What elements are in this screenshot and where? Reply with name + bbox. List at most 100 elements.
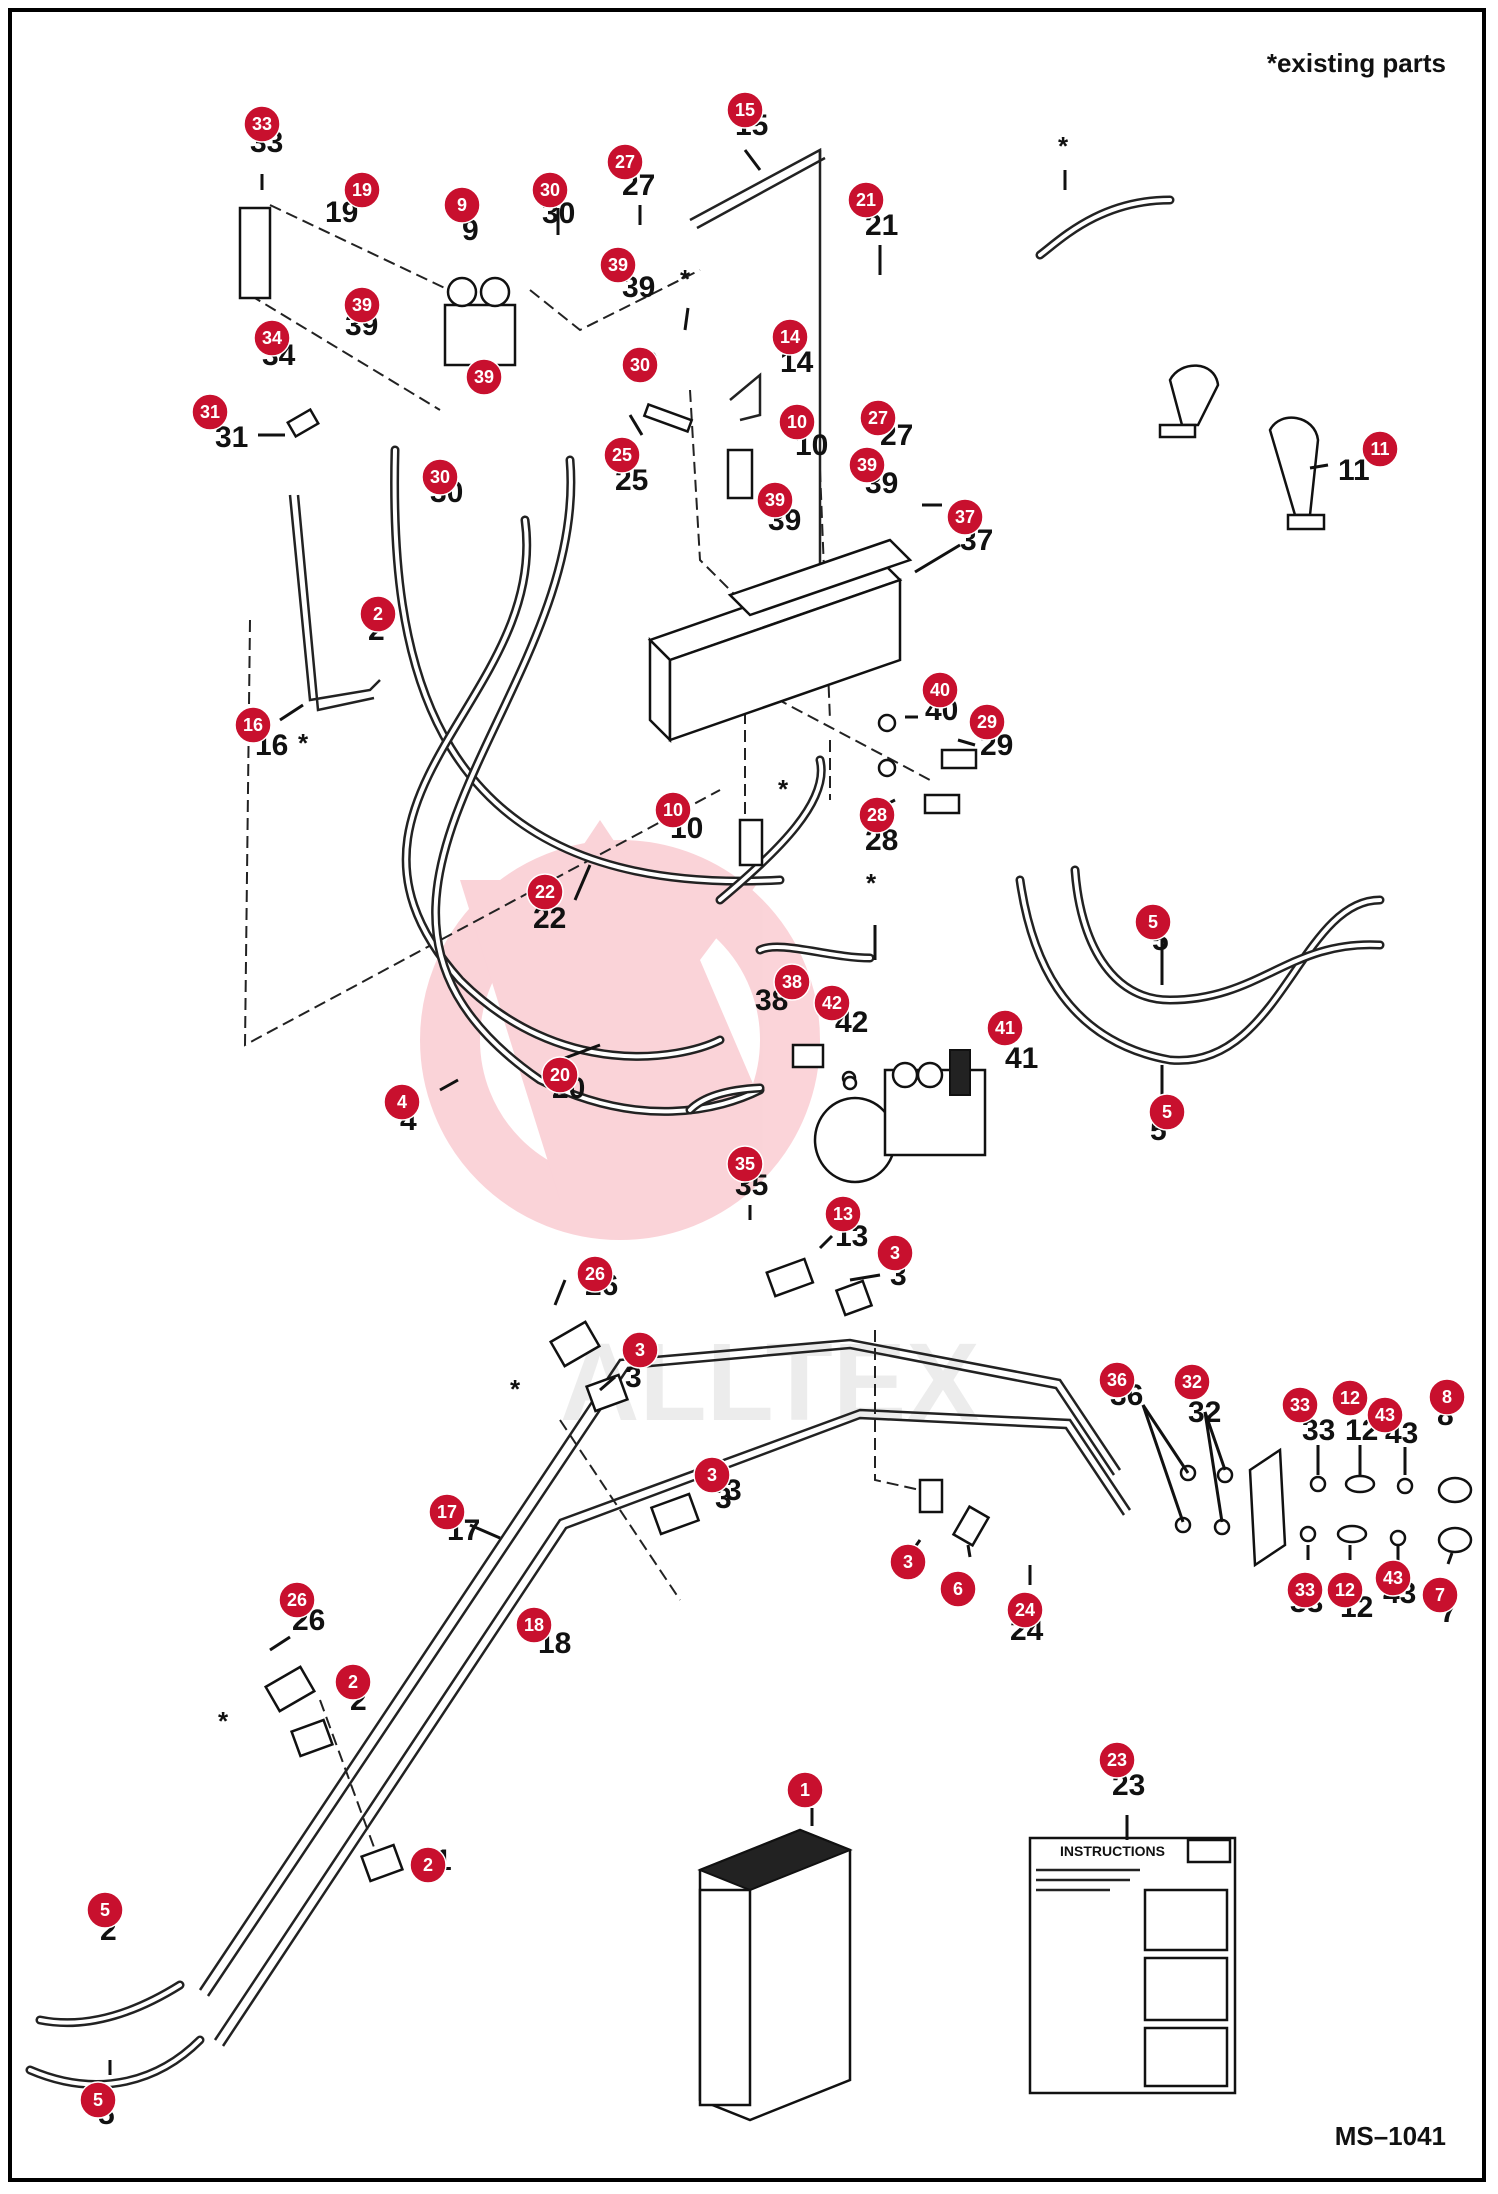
callout-badge[interactable]: 5 (86, 1891, 124, 1929)
callout-badge[interactable]: 13 (824, 1195, 862, 1233)
callout-badge[interactable]: 30 (421, 458, 459, 496)
callout-badge[interactable]: 19 (343, 171, 381, 209)
callout-badge[interactable]: 32 (1173, 1363, 1211, 1401)
accumulator-41 (813, 1049, 987, 1184)
callout-badge[interactable]: 12 (1331, 1379, 1369, 1417)
svg-text:12: 12 (1340, 1388, 1360, 1408)
callout-badge[interactable]: 43 (1366, 1396, 1404, 1434)
callout-badge[interactable]: 2 (359, 595, 397, 633)
callout-badge[interactable]: 3 (889, 1543, 927, 1581)
callout-badge[interactable]: 7 (1421, 1576, 1459, 1614)
callout-badge[interactable]: 41 (986, 1009, 1024, 1047)
callout-badge[interactable]: 5 (79, 2081, 117, 2119)
callout-badge[interactable]: 8 (1428, 1378, 1466, 1416)
bulkhead-plate-32 (1248, 1447, 1287, 1568)
part-label: 32 (1188, 1396, 1221, 1429)
callout-badge[interactable]: 34 (253, 319, 291, 357)
existing-parts-note: *existing parts (1266, 48, 1446, 78)
callout-badge[interactable]: 18 (515, 1606, 553, 1644)
callout-badge[interactable]: 9 (443, 186, 481, 224)
callout-badge[interactable]: 42 (813, 984, 851, 1022)
svg-text:38: 38 (782, 972, 802, 992)
callout-badge[interactable]: 43 (1374, 1559, 1412, 1597)
svg-text:30: 30 (630, 355, 650, 375)
callout-badge[interactable]: 39 (465, 358, 503, 396)
callout-badge[interactable]: 31 (191, 393, 229, 431)
svg-text:29: 29 (977, 712, 997, 732)
callout-badge[interactable]: 25 (603, 436, 641, 474)
svg-text:5: 5 (1148, 912, 1158, 932)
callout-badge[interactable]: 4 (383, 1083, 421, 1121)
svg-text:26: 26 (287, 1590, 307, 1610)
svg-text:3: 3 (635, 1340, 645, 1360)
callout-badge[interactable]: 35 (726, 1145, 764, 1183)
callout-badge[interactable]: 26 (278, 1581, 316, 1619)
callout-badge[interactable]: 33 (243, 105, 281, 143)
hydraulic-hoses (25, 195, 1385, 2089)
svg-text:23: 23 (1107, 1750, 1127, 1770)
callout-badge[interactable]: 30 (531, 171, 569, 209)
callout-badge[interactable]: 6 (939, 1570, 977, 1608)
callout-badge[interactable]: 29 (968, 703, 1006, 741)
svg-text:2: 2 (373, 604, 383, 624)
callout-badge[interactable]: 5 (1148, 1093, 1186, 1131)
callout-badge[interactable]: 27 (606, 143, 644, 181)
svg-text:35: 35 (735, 1154, 755, 1174)
callout-badge[interactable]: 37 (946, 498, 984, 536)
asterisk: * (218, 1706, 229, 1736)
callout-badge[interactable]: 10 (654, 791, 692, 829)
callout-badge[interactable]: 39 (848, 446, 886, 484)
callout-badge[interactable]: 3 (693, 1456, 731, 1494)
callout-badge[interactable]: 20 (541, 1056, 579, 1094)
svg-text:1: 1 (800, 1780, 810, 1800)
callout-badge[interactable]: 39 (343, 286, 381, 324)
callout-badge[interactable]: 3 (621, 1331, 659, 1369)
callout-badge[interactable]: 14 (771, 318, 809, 356)
callout-badge[interactable]: 1 (786, 1771, 824, 1809)
callout-badge[interactable]: 17 (428, 1493, 466, 1531)
leader-lines (108, 149, 1454, 2075)
svg-text:36: 36 (1107, 1370, 1127, 1390)
callout-badge[interactable]: 21 (847, 181, 885, 219)
callout-badge[interactable]: 33 (1281, 1386, 1319, 1424)
svg-text:30: 30 (540, 180, 560, 200)
callout-badge[interactable]: 24 (1006, 1591, 1044, 1629)
callout-badge[interactable]: 23 (1098, 1741, 1136, 1779)
svg-text:37: 37 (955, 507, 975, 527)
svg-text:10: 10 (663, 800, 683, 820)
svg-text:4: 4 (397, 1092, 407, 1112)
callout-badge[interactable]: 15 (726, 91, 764, 129)
callout-badge[interactable]: 3 (876, 1234, 914, 1272)
asterisk: * (298, 728, 309, 758)
callout-badge[interactable]: 30 (621, 346, 659, 384)
callout-badge[interactable]: 26 (576, 1255, 614, 1293)
svg-text:5: 5 (100, 1900, 110, 1920)
callout-badge[interactable]: 36 (1098, 1361, 1136, 1399)
callout-badge[interactable]: 28 (858, 796, 896, 834)
callout-badge[interactable]: 11 (1361, 430, 1399, 468)
svg-text:33: 33 (1295, 1580, 1315, 1600)
svg-text:22: 22 (535, 882, 555, 902)
svg-text:39: 39 (474, 367, 494, 387)
callout-badge[interactable]: 38 (773, 963, 811, 1001)
callout-badge[interactable]: 27 (859, 399, 897, 437)
callout-badge[interactable]: 33 (1286, 1571, 1324, 1609)
svg-text:11: 11 (1370, 439, 1389, 459)
svg-text:18: 18 (524, 1615, 544, 1635)
callout-badge[interactable]: 40 (921, 671, 959, 709)
callout-badge[interactable]: 16 (234, 706, 272, 744)
callout-badge[interactable]: 39 (756, 481, 794, 519)
svg-text:17: 17 (437, 1502, 457, 1522)
fitting-kit-box-1 (697, 1828, 853, 2122)
svg-text:7: 7 (1435, 1585, 1445, 1605)
svg-text:21: 21 (856, 190, 876, 210)
callout-badge[interactable]: 22 (526, 873, 564, 911)
watermark-text: ALLTEX (560, 1321, 980, 1444)
callout-badge[interactable]: 2 (409, 1846, 447, 1884)
callout-badge[interactable]: 2 (334, 1663, 372, 1701)
callout-badge[interactable]: 12 (1326, 1571, 1364, 1609)
callout-badge[interactable]: 10 (778, 403, 816, 441)
svg-text:5: 5 (93, 2090, 103, 2110)
callout-badge[interactable]: 5 (1134, 903, 1172, 941)
callout-badge[interactable]: 39 (599, 246, 637, 284)
